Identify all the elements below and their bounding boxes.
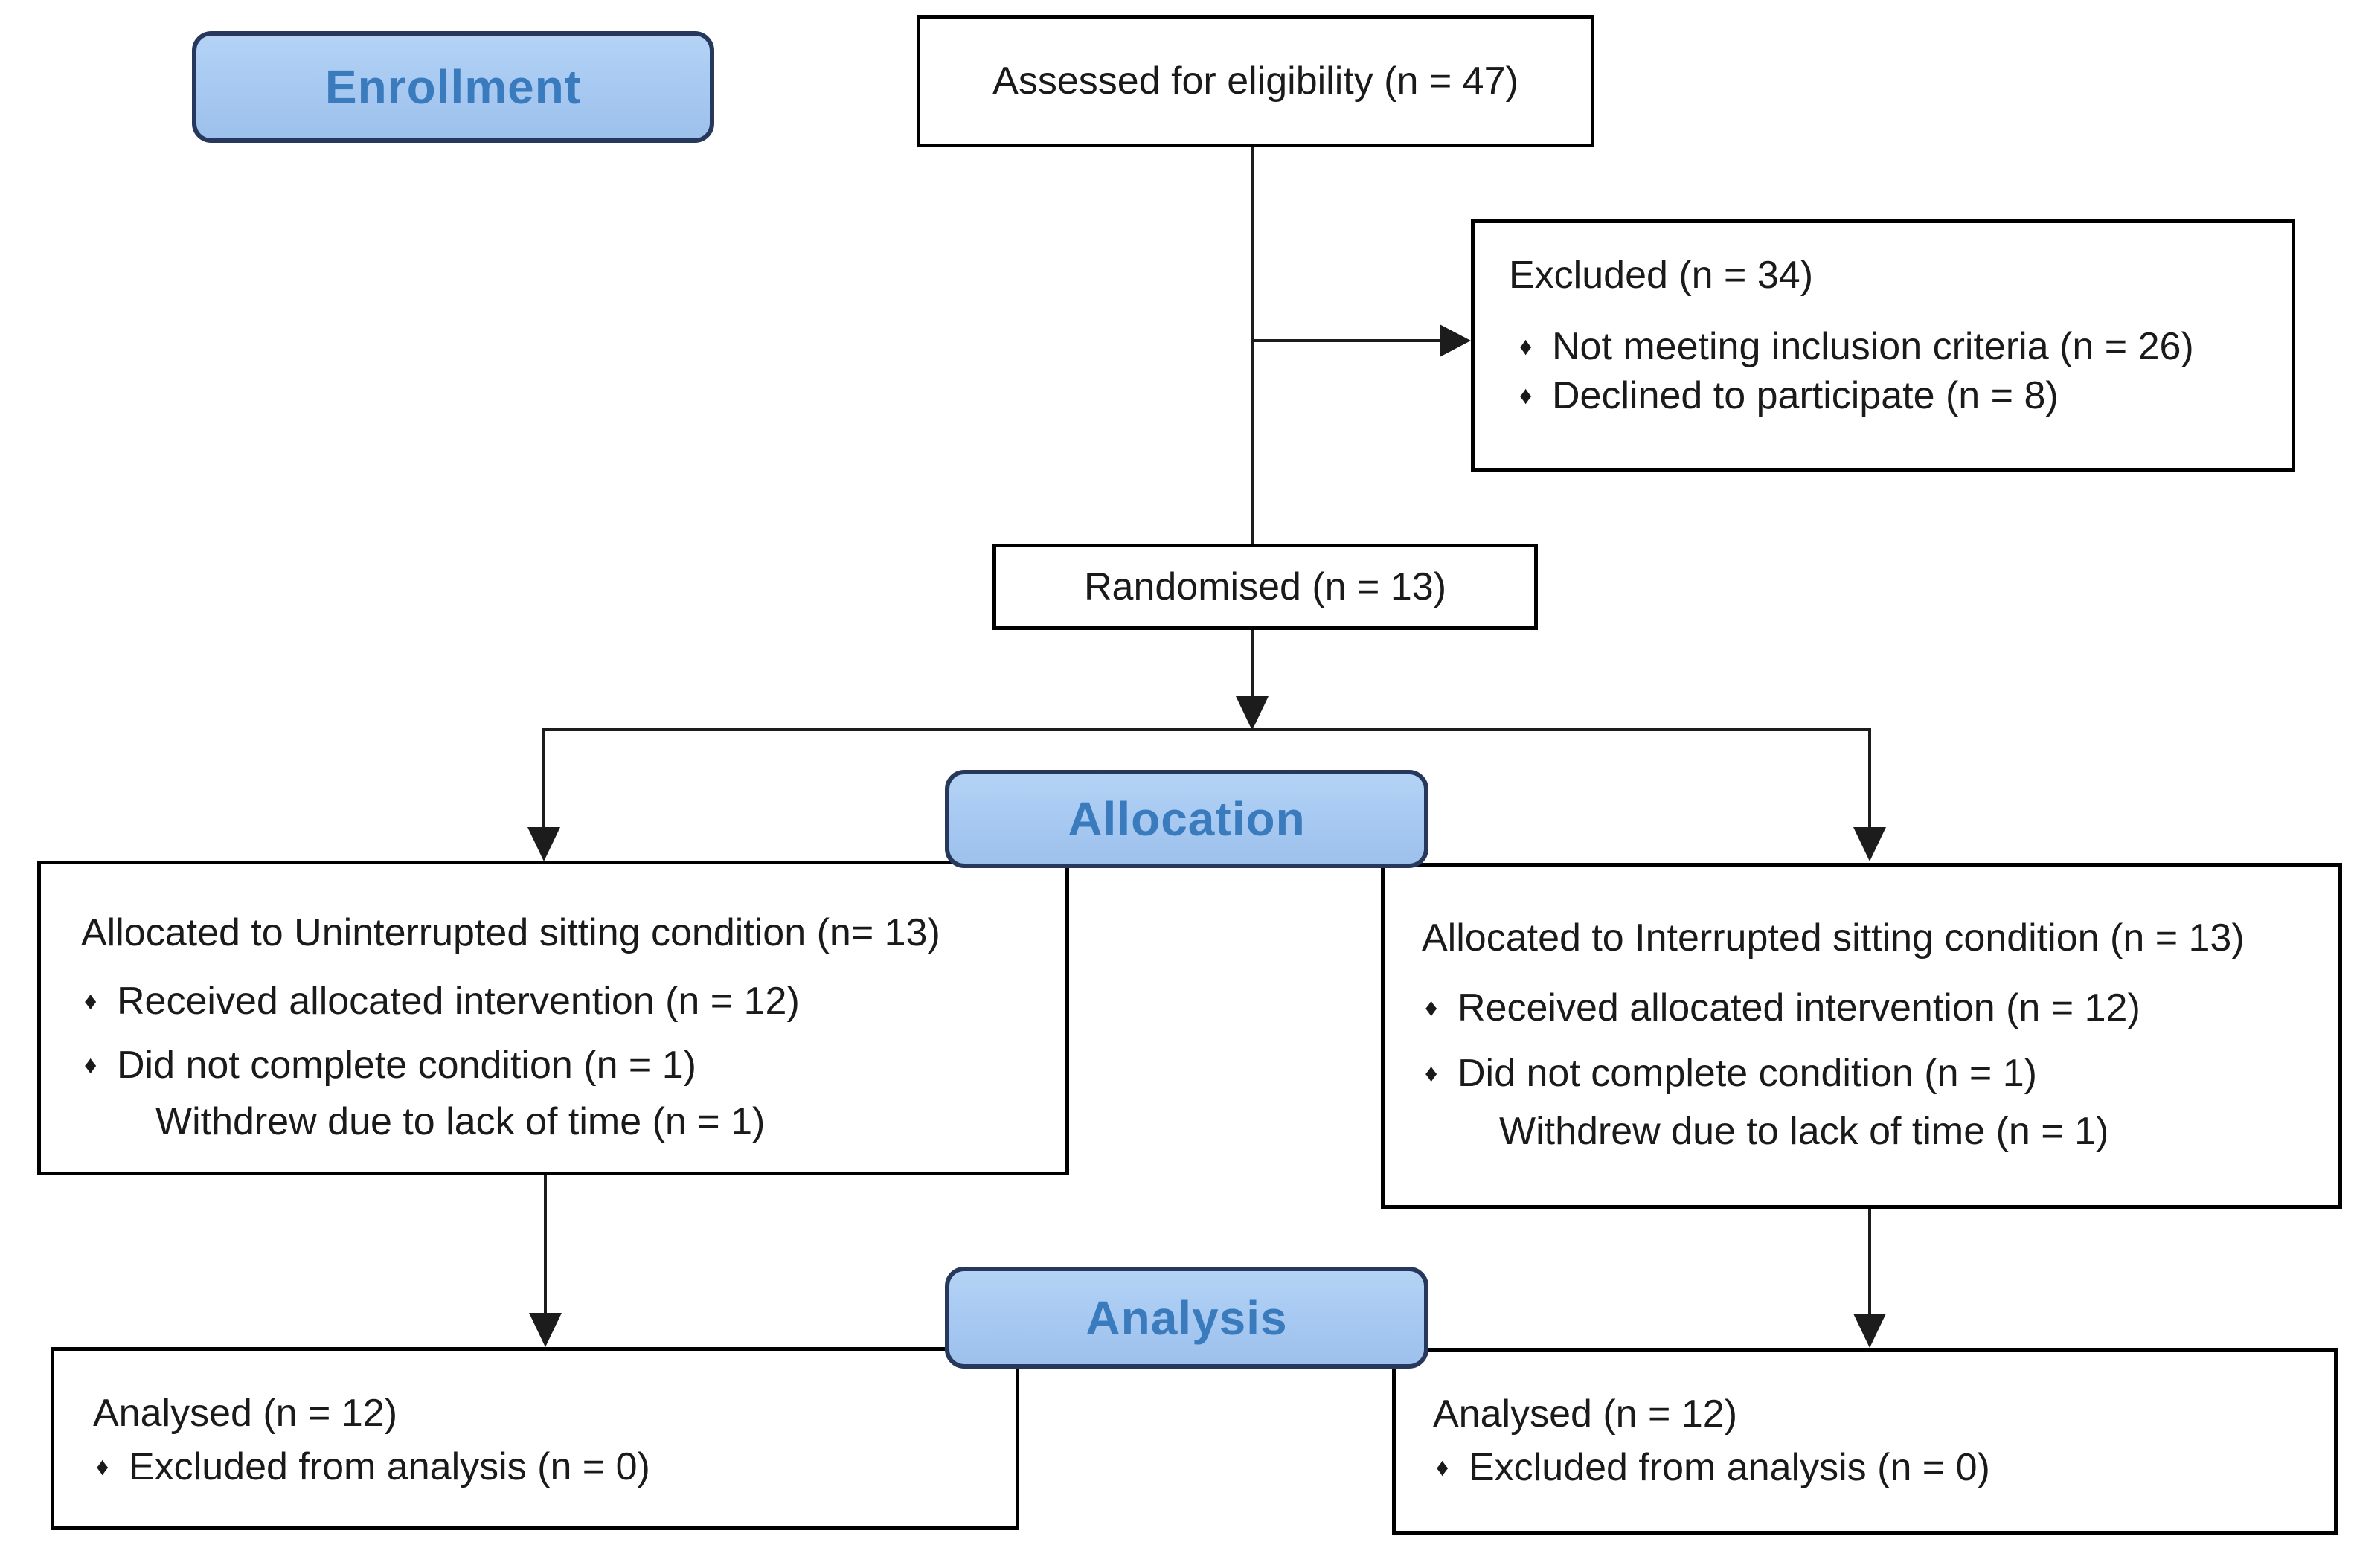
analysis-left-bullet-row: ♦ Excluded from analysis (n = 0)	[96, 1443, 998, 1491]
excluded-bullet-text: Declined to participate (n = 8)	[1552, 374, 2059, 417]
bullet-diamond-icon: ♦	[84, 987, 97, 1015]
assessed-box: Assessed for eligibility (n = 47)	[917, 15, 1594, 147]
excluded-bullet-text: Not meeting inclusion criteria (n = 26)	[1552, 325, 2194, 368]
allocation-right-bullet-row: ♦ Received allocated intervention (n = 1…	[1425, 984, 2323, 1032]
enrollment-stage-label: Enrollment	[192, 31, 714, 143]
assessed-title: Assessed for eligibility (n = 47)	[992, 60, 1518, 103]
allocation-left-bullet-row: ♦ Received allocated intervention (n = 1…	[84, 977, 1048, 1025]
randomised-title: Randomised (n = 13)	[1083, 565, 1447, 608]
analysis-stage-label: Analysis	[945, 1267, 1428, 1369]
connector-randomised-to-branch-line	[1251, 630, 1254, 697]
allocation-left-bullet-text: Received allocated intervention (n = 12)	[117, 980, 800, 1023]
connector-alloc-to-analysis-right-line	[1868, 1209, 1871, 1314]
connector-to-excluded-line	[1252, 339, 1440, 342]
bullet-diamond-icon: ♦	[1519, 332, 1533, 361]
connector-branch-to-alloc-left-line	[542, 730, 545, 828]
connector-branch-to-alloc-right-line	[1868, 730, 1871, 828]
arrow-down-alloc-right-icon	[1853, 827, 1886, 861]
bullet-diamond-icon: ♦	[1436, 1453, 1449, 1482]
allocation-stage-label: Allocation	[945, 770, 1428, 868]
enrollment-stage-text: Enrollment	[324, 60, 582, 114]
allocation-right-title: Allocated to Interrupted sitting conditi…	[1422, 916, 2245, 960]
analysis-right-bullet-text: Excluded from analysis (n = 0)	[1469, 1446, 1990, 1489]
analysis-right-title: Analysed (n = 12)	[1433, 1392, 1738, 1436]
analysis-right-box: Analysed (n = 12) ♦ Excluded from analys…	[1392, 1348, 2338, 1535]
allocation-right-box: Allocated to Interrupted sitting conditi…	[1381, 863, 2342, 1209]
arrow-down-alloc-left-icon	[527, 827, 560, 861]
excluded-bullet-row: ♦ Declined to participate (n = 8)	[1519, 372, 2269, 420]
arrow-down-analysis-left-icon	[529, 1313, 562, 1347]
allocation-right-subnote: Withdrew due to lack of time (n = 1)	[1499, 1110, 2109, 1153]
bullet-diamond-icon: ♦	[96, 1453, 109, 1481]
allocation-right-bullet-text: Received allocated intervention (n = 12)	[1457, 986, 2140, 1029]
arrow-down-analysis-right-icon	[1853, 1314, 1886, 1348]
excluded-box: Excluded (n = 34) ♦ Not meeting inclusio…	[1471, 219, 2295, 472]
analysis-right-bullet-row: ♦ Excluded from analysis (n = 0)	[1436, 1444, 2319, 1491]
connector-alloc-to-analysis-left-line	[544, 1175, 547, 1314]
excluded-bullet-row: ♦ Not meeting inclusion criteria (n = 26…	[1519, 323, 2269, 370]
allocation-right-bullet-row: ♦ Did not complete condition (n = 1)	[1425, 1050, 2323, 1097]
analysis-left-title: Analysed (n = 12)	[93, 1392, 398, 1435]
randomised-box: Randomised (n = 13)	[992, 544, 1538, 630]
bullet-diamond-icon: ♦	[1425, 994, 1438, 1022]
bullet-diamond-icon: ♦	[84, 1051, 97, 1079]
allocation-branch-line	[542, 728, 1871, 731]
allocation-left-subnote: Withdrew due to lack of time (n = 1)	[155, 1100, 766, 1143]
allocation-left-bullet-row: ♦ Did not complete condition (n = 1)	[84, 1041, 1048, 1089]
excluded-title: Excluded (n = 34)	[1509, 254, 1814, 297]
allocation-right-bullet-text: Did not complete condition (n = 1)	[1457, 1052, 2037, 1095]
bullet-diamond-icon: ♦	[1519, 382, 1533, 410]
bullet-diamond-icon: ♦	[1425, 1059, 1438, 1087]
analysis-stage-text: Analysis	[1085, 1291, 1288, 1345]
connector-assessed-to-randomised-line	[1251, 147, 1254, 544]
allocation-left-title: Allocated to Uninterrupted sitting condi…	[81, 911, 940, 954]
allocation-left-box: Allocated to Uninterrupted sitting condi…	[37, 861, 1069, 1175]
arrow-down-branch-icon	[1236, 696, 1269, 730]
analysis-left-bullet-text: Excluded from analysis (n = 0)	[129, 1445, 650, 1488]
allocation-left-bullet-text: Did not complete condition (n = 1)	[117, 1044, 696, 1087]
arrow-right-excluded-icon	[1440, 324, 1471, 357]
analysis-left-box: Analysed (n = 12) ♦ Excluded from analys…	[51, 1347, 1019, 1530]
allocation-stage-text: Allocation	[1068, 792, 1306, 846]
